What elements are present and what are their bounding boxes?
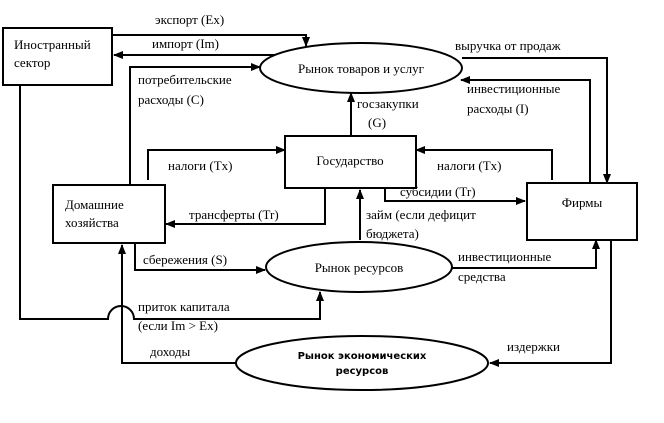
state-label: Государство [316, 153, 383, 168]
subsidies-arrow [384, 188, 526, 205]
economic-resources-label-line2: ресурсов [336, 366, 389, 377]
import-label: импорт (Im) [152, 36, 219, 51]
savings-label: сбережения (S) [143, 252, 227, 267]
capital-inflow-label-line2: (если Im > Ex) [138, 318, 218, 333]
costs-label: издержки [507, 339, 560, 354]
transfers-arrow [165, 188, 326, 228]
households-label-line1: Домашние [65, 197, 124, 212]
gov-purchases-label-line1: госзакупки [357, 96, 419, 111]
consumer-spending-arrow [129, 63, 261, 185]
investment-funds-label-line1: инвестиционные [458, 249, 552, 264]
income-arrow [118, 244, 237, 364]
households-label-line2: хозяйства [65, 215, 119, 230]
loan-label-line1: займ (если дефицит [366, 207, 476, 222]
households-node: Домашние хозяйства [52, 184, 166, 244]
transfers-label: трансферты (Tr) [189, 207, 279, 222]
foreign-sector-node: Иностранный сектор [2, 27, 113, 86]
investment-spending-label-line2: расходы (I) [467, 101, 529, 116]
goods-market-label: Рынок товаров и услуг [298, 61, 424, 76]
investment-spending-label-line1: инвестиционные [467, 81, 561, 96]
consumer-spending-label-line1: потребительские [138, 72, 232, 87]
economic-resources-market-node: Рынок экономических ресурсов [235, 335, 489, 391]
resource-market-label: Рынок ресурсов [315, 260, 404, 275]
goods-market-node: Рынок товаров и услуг [259, 42, 463, 94]
taxes-firms-arrow [415, 146, 553, 180]
subsidies-label: субсидии (Tr) [400, 184, 476, 199]
firms-node: Фирмы [526, 182, 638, 241]
investment-spending-arrow [460, 76, 591, 183]
costs-arrow [489, 240, 612, 367]
revenue-label: выручка от продаж [455, 38, 562, 53]
loan-label-line2: бюджета) [366, 226, 419, 241]
income-label: доходы [150, 344, 191, 359]
taxes-households-arrow [147, 146, 286, 180]
export-label: экспорт (Ex) [155, 12, 224, 27]
revenue-arrow [462, 57, 611, 184]
investment-funds-label-line2: средства [458, 269, 506, 284]
foreign-sector-label-line2: сектор [14, 55, 50, 70]
economic-resources-label-line1: Рынок экономических [298, 351, 427, 362]
foreign-sector-label-line1: Иностранный [14, 37, 91, 52]
state-node: Государство [284, 135, 417, 189]
export-arrow [112, 34, 310, 47]
savings-arrow [134, 243, 266, 274]
taxes-firms-label: налоги (Tx) [437, 158, 501, 173]
firms-label: Фирмы [562, 195, 603, 210]
gov-purchases-label-line2: (G) [368, 115, 386, 130]
taxes-households-label: налоги (Tx) [168, 158, 232, 173]
resource-market-node: Рынок ресурсов [265, 241, 453, 293]
capital-inflow-label-line1: приток капитала [138, 299, 230, 314]
consumer-spending-label-line2: расходы (С) [138, 92, 204, 107]
investment-funds-arrow [452, 239, 600, 269]
